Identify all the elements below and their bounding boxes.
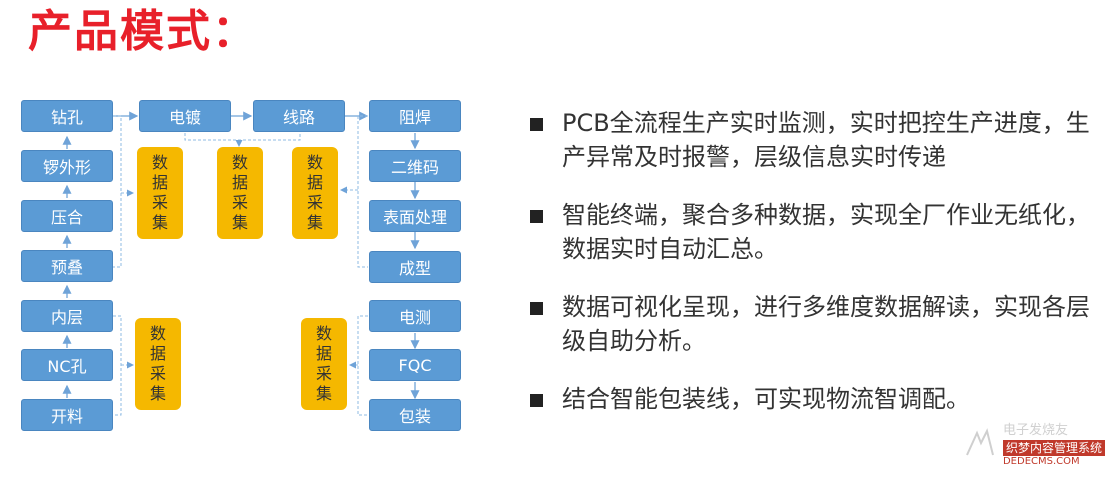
process-box-yudie: 预叠 — [21, 250, 113, 282]
feature-list: PCB全流程生产实时监测，实时把控生产进度，生产异常及时报警，层级信息实时传递 … — [530, 106, 1110, 440]
data-collection-box: 数据采集 — [135, 318, 181, 410]
process-box-baozhuang: 包装 — [369, 399, 461, 431]
watermark: 电子发烧友 织梦内容管理系统 DEDECMS.COM — [963, 419, 1105, 468]
process-box-xianlu: 线路 — [253, 100, 345, 132]
process-box-zuankong: 钻孔 — [21, 100, 113, 132]
process-box-fqc: FQC — [369, 349, 461, 381]
process-box-biaomian: 表面处理 — [369, 200, 461, 232]
flow-connectors — [62, 111, 420, 416]
square-bullet-icon — [530, 302, 543, 315]
watermark-logo-icon — [966, 427, 994, 455]
process-box-erweima: 二维码 — [369, 150, 461, 182]
watermark-name: 电子发烧友 — [1002, 423, 1068, 438]
feature-item: 智能终端，聚合多种数据，实现全厂作业无纸化，数据实时自动汇总。 — [530, 198, 1110, 266]
process-box-luowaixing: 锣外形 — [21, 150, 113, 182]
page-title: 产品模式： — [28, 6, 258, 57]
feature-item: 数据可视化呈现，进行多维度数据解读，实现各层级自助分析。 — [530, 290, 1110, 358]
process-box-neiceng: 内层 — [21, 300, 113, 332]
feature-item: PCB全流程生产实时监测，实时把控生产进度，生产异常及时报警，层级信息实时传递 — [530, 106, 1110, 174]
process-box-yahe: 压合 — [21, 200, 113, 232]
square-bullet-icon — [530, 210, 543, 223]
watermark-cms: 织梦内容管理系统 — [1002, 440, 1105, 456]
process-box-chengxing: 成型 — [369, 251, 461, 283]
square-bullet-icon — [530, 394, 543, 407]
data-collection-box: 数据采集 — [137, 147, 183, 239]
data-collection-box: 数据采集 — [217, 147, 263, 239]
process-box-nc: NC孔 — [21, 349, 113, 381]
watermark-url: DEDECMS.COM — [1002, 456, 1080, 467]
process-box-zuhan: 阻焊 — [369, 100, 461, 132]
data-collection-box: 数据采集 — [301, 318, 347, 410]
process-box-dianhu: 电镀 — [139, 100, 231, 132]
process-box-kaijiao: 开料 — [21, 399, 113, 431]
process-box-dianc: 电测 — [369, 300, 461, 332]
data-collection-box: 数据采集 — [292, 147, 338, 239]
square-bullet-icon — [530, 118, 543, 131]
feature-item: 结合智能包装线，可实现物流智调配。 — [530, 382, 1110, 416]
